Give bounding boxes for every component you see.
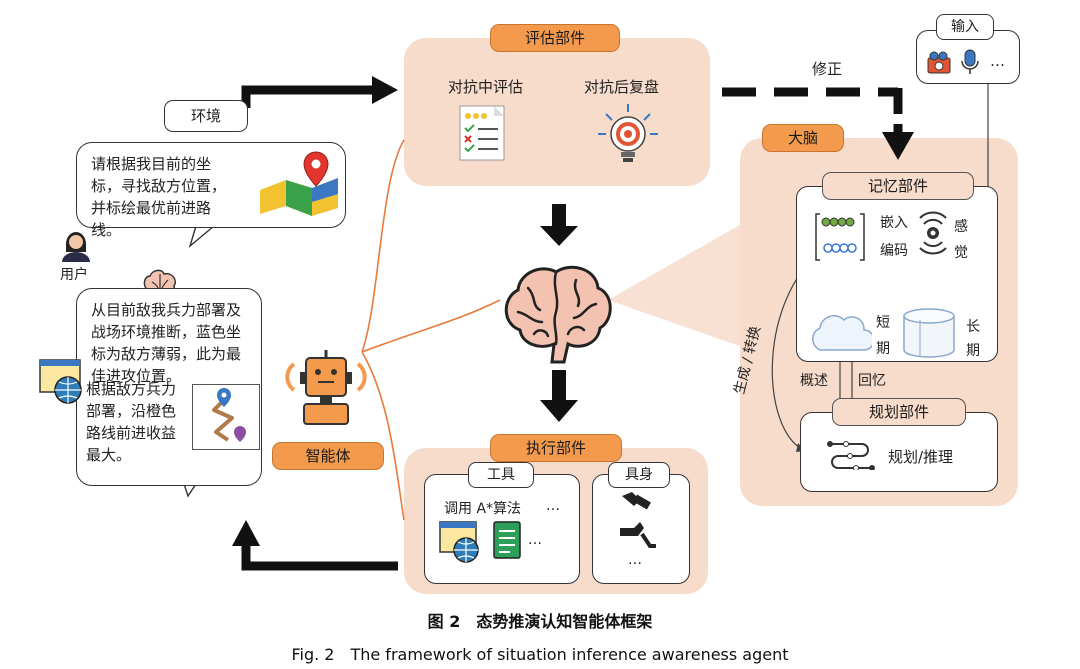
map-pin-icon (260, 151, 338, 216)
caption-en: Fig. 2 The framework of situation infere… (291, 645, 789, 664)
user-avatar (62, 232, 90, 262)
long-term-label-1: 长 (966, 319, 980, 335)
route-planning-icon (827, 441, 875, 470)
embed-label-2: 编码 (880, 243, 908, 259)
browser-globe-icon (439, 521, 479, 563)
agent-to-exec-line (361, 351, 405, 521)
agent-robot-icon (285, 350, 367, 425)
tool-ellipsis-2: … (528, 532, 542, 548)
user-label: 用户 (60, 267, 88, 283)
tool-ellipsis-1: … (546, 498, 560, 514)
document-icon (493, 521, 521, 559)
tool-call-label: 调用 A*算法 (444, 501, 522, 517)
short-term-label-2: 期 (876, 341, 890, 357)
input-title: 输入 (936, 14, 994, 40)
correction-label: 修正 (812, 60, 843, 78)
long-term-label-2: 期 (966, 343, 980, 359)
checklist-icon (459, 105, 505, 161)
embed-label-1: 嵌入 (880, 215, 908, 231)
agent-response-bubble: 从目前敌我兵力部署及战场环境推断，蓝色坐标为敌方薄弱，此为最 佳进攻位置。 (76, 288, 262, 486)
microphone-icon (961, 49, 979, 74)
agent-response-2: 根据敌方兵力部署，沿橙色路线前进收益最大。 (86, 380, 177, 464)
user-query-text: 请根据我目前的坐标，寻找敌方位置，并标绘最优前进路线。 (91, 155, 227, 239)
evaluation-title: 评估部件 (490, 24, 620, 52)
brain-icon (504, 265, 612, 364)
eval-during-label: 对抗中评估 (448, 78, 524, 96)
exec-to-env-arrow (241, 546, 398, 571)
robot-arm-icon (620, 492, 656, 548)
agent-to-eval-line (361, 139, 405, 353)
execution-title: 执行部件 (490, 434, 622, 462)
planning-title: 规划部件 (832, 398, 966, 426)
agent-label: 智能体 (272, 442, 384, 470)
lightbulb-target-icon (598, 104, 658, 162)
memory-title: 记忆部件 (822, 172, 974, 200)
input-ellipsis: … (990, 52, 1005, 70)
sense-label-2: 觉 (954, 245, 968, 261)
camera-icon (927, 51, 951, 74)
brain-title: 大脑 (762, 124, 844, 152)
cloud-icon (812, 314, 872, 351)
eval-after-label: 对抗后复盘 (584, 78, 660, 96)
sensor-icon (919, 211, 947, 255)
short-term-label-1: 短 (876, 315, 890, 331)
agent-response-1: 从目前敌我兵力部署及战场环境推断，蓝色坐标为敌方薄弱，此为最 佳进攻位置。 (91, 301, 242, 385)
planning-item-label: 规划/推理 (888, 448, 954, 466)
agent-to-brain-line (361, 299, 501, 353)
embedding-vector-icon (815, 213, 865, 261)
tools-title: 工具 (468, 462, 534, 488)
sense-label-1: 感 (954, 219, 968, 235)
evaluation-panel (404, 38, 710, 186)
embodiment-ellipsis: … (628, 552, 642, 568)
route-map-icon (212, 388, 246, 442)
brain-projection (608, 186, 808, 370)
summary-label: 概述 (800, 373, 828, 389)
storage-cylinder-icon (903, 308, 955, 358)
env-to-eval-arrow (241, 85, 372, 108)
embodiment-title: 具身 (608, 462, 670, 488)
environment-label: 环境 (164, 100, 248, 132)
web-globe-icon (39, 359, 82, 404)
caption-cn: 图 2 态势推演认知智能体框架 (427, 612, 653, 631)
recall-label: 回忆 (858, 373, 886, 389)
